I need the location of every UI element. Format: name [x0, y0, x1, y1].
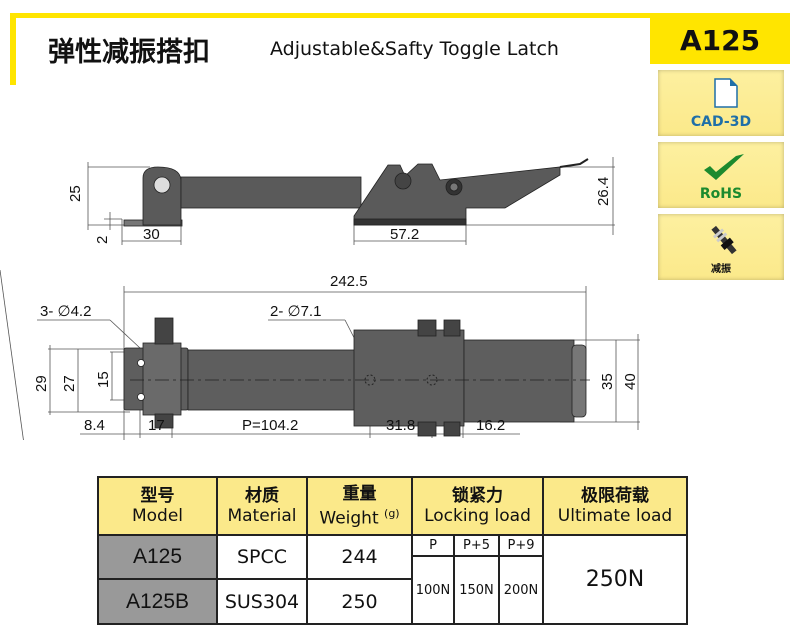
header-frame	[10, 13, 790, 85]
locking-sub-p9: P+9	[498, 534, 544, 557]
shock-absorber-label: 减振	[711, 264, 731, 275]
dim-hole-spacing: 15	[95, 371, 112, 388]
title-english: Adjustable&Safty Toggle Latch	[270, 38, 559, 60]
header-ultimate-cn: 极限荷载	[581, 486, 649, 506]
rohs-label: RoHS	[699, 186, 743, 202]
dim-total-length: 242.5	[330, 273, 368, 290]
table-row: A125 SPCC 244 P P+5 P+9 250N	[97, 534, 688, 625]
shock-absorber-badge: 减振	[658, 214, 784, 280]
dim-latch-offset: 16.2	[476, 417, 505, 434]
dim-side-hinge-width: 30	[143, 226, 160, 243]
dim-hinge-width: 29	[33, 375, 50, 392]
ultimate-load-cell: 250N	[542, 534, 688, 625]
dim-side-thickness: 2	[94, 236, 111, 244]
dim-side-base-width: 57.2	[390, 226, 419, 243]
header-material-cn: 材质	[245, 486, 279, 506]
header-weight-cn: 重量	[342, 483, 377, 504]
locking-val-p5: 150N	[453, 555, 500, 625]
header-weight-unit: (g)	[384, 506, 400, 520]
header-material-en: Material	[227, 506, 297, 526]
dim-small-holes: 3- ∅4.2	[40, 303, 91, 320]
dim-side-total-height: 26.4	[595, 177, 612, 206]
document-icon	[714, 78, 738, 108]
shock-absorber-icon	[711, 225, 737, 255]
cad-3d-label: CAD-3D	[690, 114, 752, 130]
model-badge: A125	[650, 18, 790, 64]
dim-plate-width: 27	[61, 375, 78, 392]
top-view-drawing: 242.5 3- ∅4.2 2- ∅7.1 29 27 15 35 40 8.4…	[0, 270, 640, 440]
locking-sub-p: P	[411, 534, 455, 557]
header-locking-en: Locking load	[424, 506, 531, 526]
checkmark-icon	[704, 154, 744, 180]
dim-hole-offset: 8.4	[84, 417, 105, 434]
model-cell: A125	[97, 534, 218, 580]
dim-side-height: 25	[67, 185, 84, 202]
dim-hinge-pitch: 17	[148, 417, 165, 434]
dim-lever-width: 35	[599, 373, 616, 390]
model-cell: A125B	[97, 578, 218, 625]
cad-3d-badge[interactable]: CAD-3D	[658, 70, 784, 136]
dim-large-holes: 2- ∅7.1	[270, 303, 321, 320]
title-chinese: 弹性减振搭扣	[48, 37, 210, 68]
weight-cell: 250	[306, 578, 413, 625]
dim-body-width: 40	[622, 373, 639, 390]
locking-val-p: 100N	[411, 555, 455, 625]
header-weight-en: Weight	[319, 508, 379, 529]
locking-val-p9: 200N	[498, 555, 544, 625]
dim-pitch: P=104.2	[242, 417, 298, 434]
weight-cell: 244	[306, 534, 413, 580]
header-model-en: Model	[131, 506, 184, 526]
header-ultimate-en: Ultimate load	[557, 506, 673, 526]
locking-sub-p5: P+5	[453, 534, 500, 557]
dim-latch-pitch: 31.8	[386, 417, 415, 434]
header-model-cn: 型号	[140, 486, 175, 506]
header-locking-cn: 锁紧力	[452, 486, 503, 506]
material-cell: SUS304	[216, 578, 308, 625]
table-row-spacer: 100N 150N 200N	[98, 555, 687, 625]
side-view-drawing: 25 2 30 57.2 26.4	[67, 157, 615, 245]
material-cell: SPCC	[216, 534, 308, 580]
table-row: A125B SUS304 250	[97, 578, 687, 625]
rohs-badge: RoHS	[658, 142, 784, 208]
